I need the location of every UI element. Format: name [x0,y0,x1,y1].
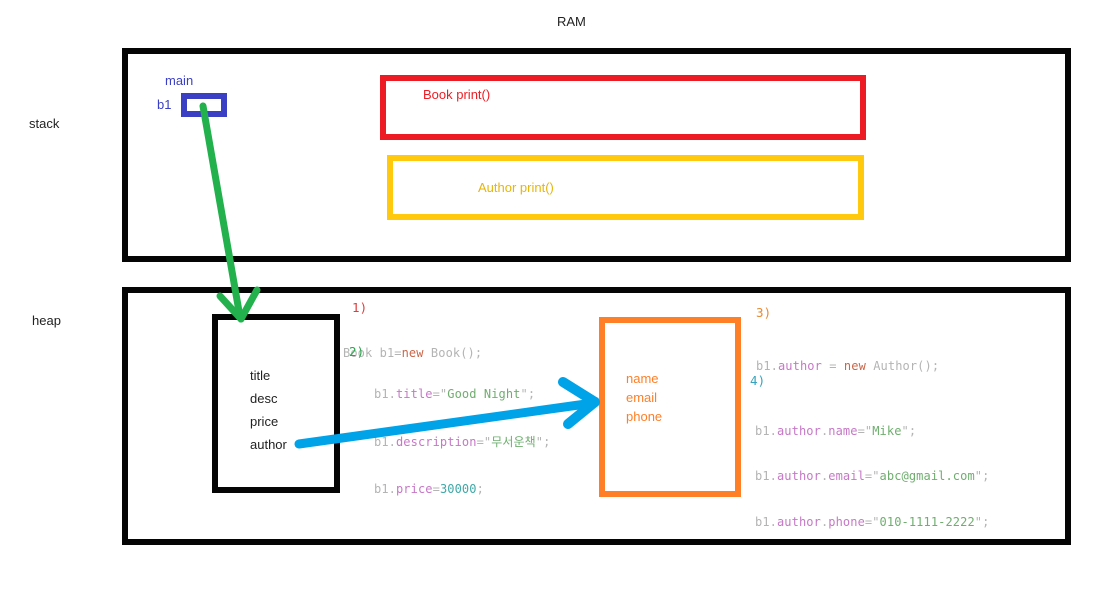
author-field-email: email [626,390,658,405]
author-print-label: Author print() [478,180,554,195]
code-step-4: b1.author.name="Mike"; b1.author.email="… [755,395,989,559]
book-field-author: author [250,437,287,452]
code-line: Book b1=new Book(); [343,346,483,360]
author-print-method-box: Author print() [387,155,864,220]
code-line: b1.title="Good Night"; [374,387,536,401]
book-field-title: title [250,368,271,383]
code-line: b1.author.phone="010-1111-2222"; [755,514,990,529]
step-1-number: 1) [352,300,368,315]
stack-label: stack [29,116,60,131]
b1-variable-label: b1 [157,97,172,112]
author-object-box: name email phone [599,317,741,497]
step-3-number: 3) [756,305,772,320]
ram-title: RAM [557,14,586,29]
stack-region-box [122,48,1071,262]
code-step-1: Book b1=new Book(); [343,318,482,388]
code-line: b1.description="무서운책"; [374,434,551,449]
code-step-2: b1.title="Good Night"; b1.description="무… [374,357,550,528]
book-print-method-box: Book print() [380,75,866,140]
book-print-label: Book print() [423,87,491,102]
code-line: b1.author = new Author(); [756,359,940,373]
step-2-number: 2) [349,344,365,359]
main-frame-label: main [165,73,194,88]
code-line: b1.author.email="abc@gmail.com"; [755,469,990,484]
book-object-box: title desc price author [212,314,340,493]
book-field-desc: desc [250,391,278,406]
code-step-3: b1.author = new Author(); [756,331,939,401]
book-field-price: price [250,414,279,429]
b1-pointer-box [181,93,227,117]
step-4-number: 4) [750,373,766,388]
author-field-name: name [626,371,659,386]
code-line: b1.author.name="Mike"; [755,424,917,438]
heap-region-box [122,287,1071,545]
heap-label: heap [32,313,61,328]
code-line: b1.price=30000; [374,482,484,496]
author-field-phone: phone [626,409,663,424]
